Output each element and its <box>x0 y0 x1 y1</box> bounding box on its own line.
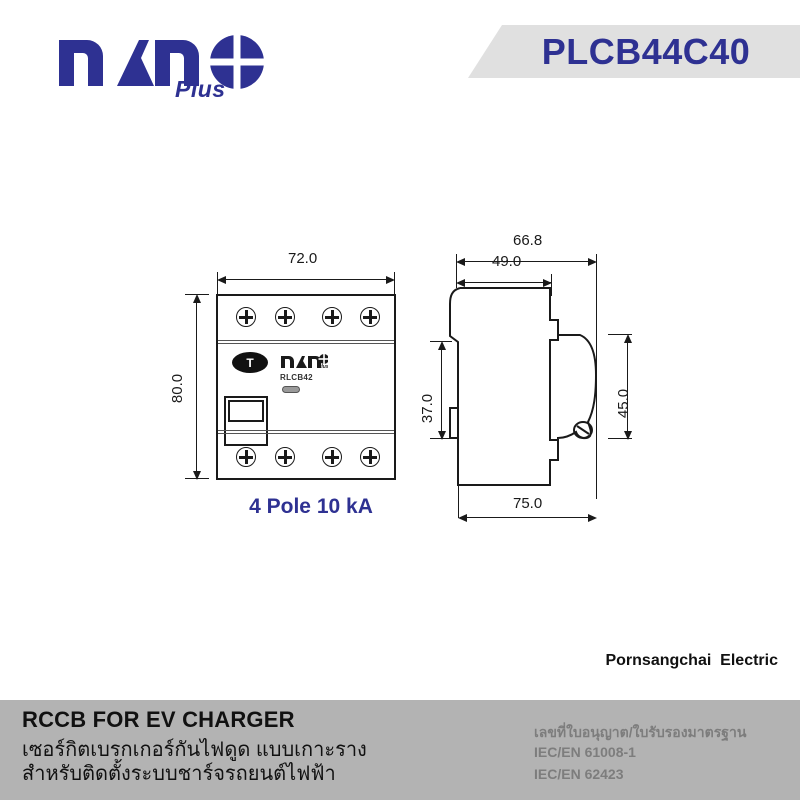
arrow-icon <box>458 514 467 522</box>
toggle-lever <box>228 400 264 422</box>
dim-line <box>459 282 551 284</box>
dim-line <box>627 338 629 435</box>
terminal-screw-icon <box>236 307 256 327</box>
arrow-icon <box>438 341 446 350</box>
ext-line <box>217 272 219 296</box>
dim-line <box>196 298 198 476</box>
product-title: RCCB FOR EV CHARGER <box>22 707 295 732</box>
ext-line <box>608 334 632 336</box>
arrow-icon <box>193 471 201 480</box>
svg-text:Plus: Plus <box>318 364 328 368</box>
product-desc-line-1: เซอร์กิตเบรกเกอร์กันไฟดูด แบบเกาะราง <box>22 739 367 761</box>
terminal-screw-icon <box>275 447 295 467</box>
dim-line <box>461 517 594 519</box>
pole-rating-caption: 4 Pole 10 kA <box>249 495 373 518</box>
certification-standard-1: IEC/EN 61008-1 <box>534 744 636 760</box>
toggle-switch[interactable] <box>224 396 268 446</box>
company-name: Pornsangchai Electric <box>605 652 778 669</box>
terminal-screw-icon <box>360 447 380 467</box>
arrow-icon <box>588 514 597 522</box>
dim-line <box>441 345 443 435</box>
dim-front-width: 72.0 <box>288 250 318 267</box>
certification-standard-2: IEC/EN 62423 <box>534 766 624 782</box>
device-nano-logo: Plus <box>280 352 330 370</box>
arrow-icon <box>438 431 446 440</box>
indicator-window <box>282 386 300 393</box>
technical-drawing: 72.0 80.0 T <box>0 210 800 550</box>
device-model-label: RLCB42 <box>280 373 313 382</box>
terminal-screw-icon <box>275 307 295 327</box>
body-divider <box>218 430 394 434</box>
arrow-icon <box>624 334 632 343</box>
dim-front-height: 80.0 <box>169 373 187 404</box>
quadrant-circle-icon <box>205 30 269 94</box>
arrow-icon <box>624 431 632 440</box>
nano-plus-logo <box>55 22 305 102</box>
certification-label: เลขที่ใบอนุญาต/ใบรับรองมาตรฐาน <box>534 724 747 740</box>
ext-line <box>608 438 632 440</box>
arrow-icon <box>588 258 597 266</box>
dim-line <box>459 261 594 263</box>
terminal-screw-icon <box>360 307 380 327</box>
dim-side-total-height: 75.0 <box>513 495 543 512</box>
ext-line <box>456 254 458 288</box>
arrow-icon <box>386 276 395 284</box>
dim-side-body-height: 45.0 <box>615 388 633 419</box>
dim-side-rail-height: 37.0 <box>419 393 437 424</box>
terminal-row-top <box>218 296 394 340</box>
model-code: PLCB44C40 <box>541 30 751 72</box>
terminal-row-bottom <box>218 434 394 478</box>
arrow-icon <box>543 279 552 287</box>
body-divider <box>218 340 394 344</box>
arrow-icon <box>193 294 201 303</box>
footer-band <box>0 700 800 800</box>
brand-sub-label: Plus <box>175 76 226 102</box>
terminal-screw-icon <box>236 447 256 467</box>
ext-line <box>458 478 460 518</box>
arrow-icon <box>456 279 465 287</box>
terminal-screw-icon <box>322 447 342 467</box>
terminal-screw-icon <box>322 307 342 327</box>
arrow-icon <box>217 276 226 284</box>
model-band <box>468 25 800 78</box>
ext-line <box>394 272 396 296</box>
dim-side-overall-depth: 66.8 <box>513 232 543 249</box>
dim-side-front-depth: 49.0 <box>492 253 522 270</box>
dim-line <box>220 279 392 281</box>
front-view-body: T Plus RLCB42 <box>216 294 396 480</box>
side-view-profile <box>449 287 598 486</box>
product-desc-line-2: สำหรับติดตั้งระบบชาร์จรถยนต์ไฟฟ้า <box>22 763 336 785</box>
test-button[interactable]: T <box>232 352 268 373</box>
arrow-icon <box>456 258 465 266</box>
